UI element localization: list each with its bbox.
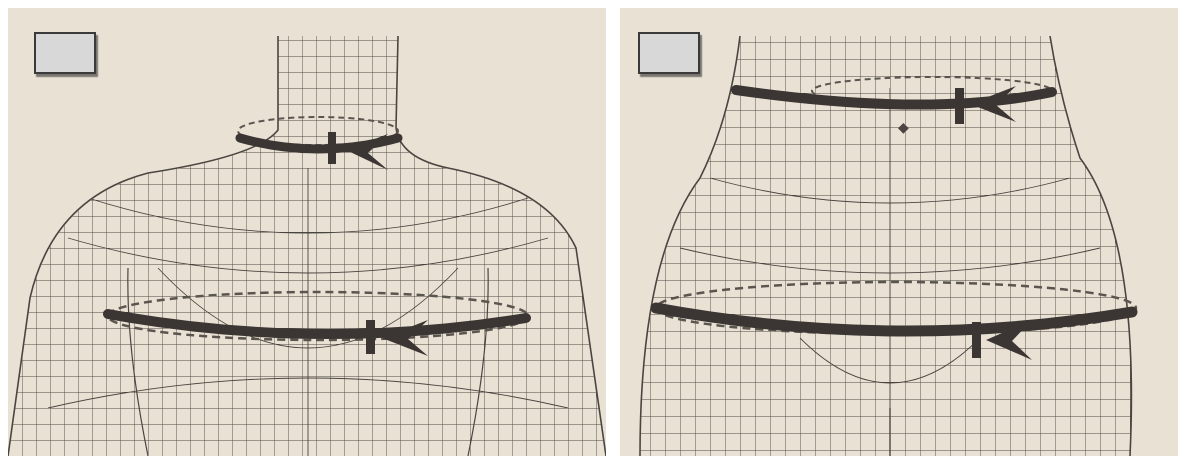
panel-label-box bbox=[638, 32, 700, 74]
lower-body-wireframe: ◆ bbox=[620, 8, 1178, 456]
hip-mesh bbox=[620, 8, 1178, 456]
lower-body-panel: ◆ bbox=[620, 8, 1178, 456]
upper-body-wireframe bbox=[8, 8, 606, 456]
svg-text:◆: ◆ bbox=[898, 120, 909, 136]
panel-label-box bbox=[34, 32, 96, 74]
body-mesh bbox=[8, 8, 606, 456]
upper-body-panel bbox=[8, 8, 606, 456]
